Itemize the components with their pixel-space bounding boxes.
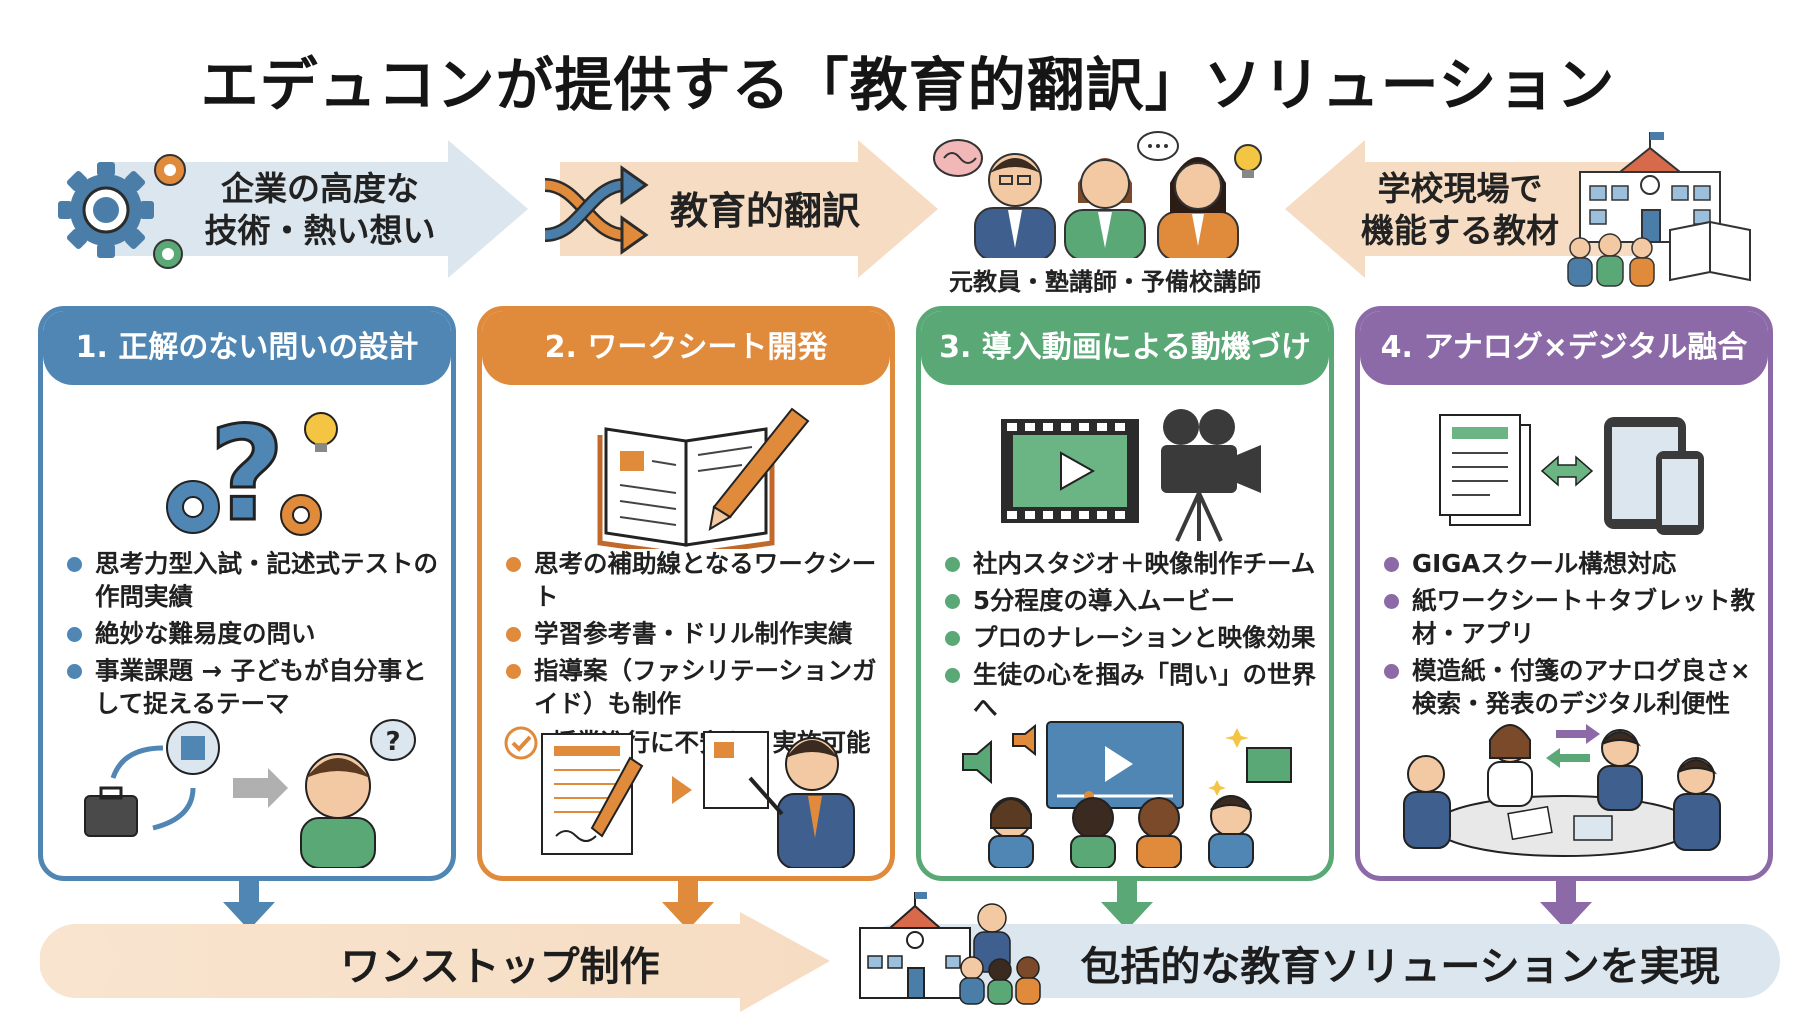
flow-arrow-4 (1285, 140, 1633, 278)
school-people-icon (859, 892, 1041, 1005)
students-watching-video-illustration (962, 721, 1292, 868)
business-to-child-illustration: ? (84, 719, 416, 868)
flow-step4-line1: 学校現場で (1377, 169, 1543, 208)
list-item: プロのナレーションと映像効果 (943, 621, 1328, 654)
card-header: 1. 正解のない問いの設計 (43, 311, 451, 385)
down-arrow-4 (1540, 880, 1592, 930)
bottom-right-label: 包括的な教育ソリューションを実現 (1080, 944, 1720, 990)
list-item: 指導案（ファシリテーションガイド）も制作 (504, 654, 889, 720)
flow-step2-label: 教育的翻訳 (669, 189, 860, 233)
bottom-left-label: ワンストップ制作 (340, 944, 660, 990)
shuffle-arrows-icon (544, 165, 649, 255)
bottom-band (40, 912, 1780, 1012)
list-item: 5分程度の導入ムービー (943, 584, 1328, 617)
card-header: 2. ワークシート開発 (482, 311, 890, 385)
list-item: 模造紙・付箋のアナログ良さ×検索・発表のデジタル利便性 (1382, 654, 1767, 720)
gears-icon (58, 154, 186, 269)
question-gears-icon: ? (166, 399, 338, 549)
list-item: 思考力型入試・記述式テストの作問実績 (65, 547, 450, 613)
card-header: 3. 導入動画による動機づけ (921, 311, 1329, 385)
card-question-design: 1. 正解のない問いの設計 ? 思考力型入試・記述式テストの作問実績 絶妙な難易… (38, 306, 456, 881)
list-item: 紙ワークシート＋タブレット教材・アプリ (1382, 584, 1767, 650)
open-book-pencil-icon (597, 407, 810, 549)
down-arrow-2 (662, 880, 714, 930)
flow-step1-line2: 技術・熱い想い (204, 211, 436, 250)
flow-arrow-1 (100, 140, 528, 278)
card-analog-digital: 4. アナログ×デジタル融合 GIGAスクール構想対応 紙ワークシート＋タブレッ… (1355, 306, 1773, 881)
group-discussion-illustration (1403, 724, 1721, 857)
list-item: 思考の補助線となるワークシート (504, 547, 889, 613)
flow-arrow-2 (560, 140, 938, 278)
svg-text:?: ? (385, 727, 400, 757)
svg-text:?: ? (209, 399, 284, 549)
down-arrow-3 (1101, 880, 1153, 930)
list-item: 学習参考書・ドリル制作実績 (504, 617, 889, 650)
check-icon (504, 726, 538, 760)
page-title: エデュコンが提供する「教育的翻訳」ソリューション (200, 51, 1616, 119)
down-arrow-1 (223, 880, 275, 930)
flow-step4-line2: 機能する教材 (1361, 211, 1559, 250)
worksheet-teacher-illustration (541, 731, 855, 868)
card-header: 4. アナログ×デジタル融合 (1360, 311, 1768, 385)
list-item: 事業課題 → 子どもが自分事として捉えるテーマ (65, 654, 450, 720)
list-item: 生徒の心を掴み「問い」の世界へ (943, 658, 1328, 724)
flow-step3-caption: 元教員・塾講師・予備校講師 (949, 268, 1261, 296)
flow-step1-line1: 企業の高度な (221, 169, 419, 208)
film-camera-icon (1001, 409, 1261, 542)
list-item: 絶妙な難易度の問い (65, 617, 450, 650)
card-worksheet-development: 2. ワークシート開発 思考の補助線となるワークシート 学習参考書・ドリル制作実… (477, 306, 895, 881)
school-building-icon (1567, 132, 1751, 287)
list-item: GIGAスクール構想対応 (1382, 547, 1767, 580)
paper-tablet-icon (1439, 414, 1704, 535)
teachers-group-icon (933, 131, 1262, 258)
card-intro-video: 3. 導入動画による動機づけ 社内スタジオ＋映像制作チーム 5分程度の導入ムービ… (916, 306, 1334, 881)
list-item: 社内スタジオ＋映像制作チーム (943, 547, 1328, 580)
